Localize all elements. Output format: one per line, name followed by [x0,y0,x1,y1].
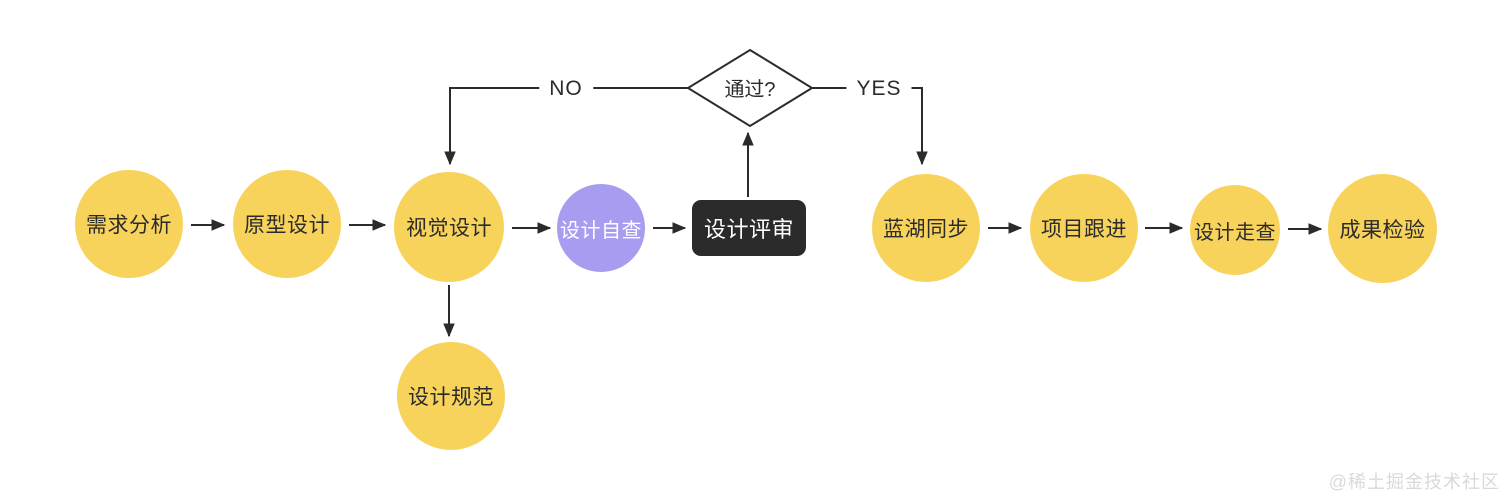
node-label: 需求分析 [86,214,172,237]
watermark-juejin-community: @稀土掘金技术社区 [1328,472,1500,492]
node-label: 项目跟进 [1041,218,1127,241]
node-design-walkthrough: 设计走查 [1190,185,1280,275]
node-prototype-design: 原型设计 [233,170,341,278]
decision-diamond-shape [686,48,814,128]
node-design-review: 设计评审 [692,200,806,256]
decision-pass: 通过? [724,78,776,101]
node-design-self-check: 设计自查 [557,184,645,272]
node-design-spec: 设计规范 [397,342,505,450]
node-label: 蓝湖同步 [883,218,969,241]
node-lanhu-sync: 蓝湖同步 [872,174,980,282]
node-label: 设计走查 [1194,221,1276,244]
node-requirement-analysis: 需求分析 [75,170,183,278]
node-label: 成果检验 [1339,218,1426,242]
node-label: 原型设计 [244,214,330,237]
node-visual-design: 视觉设计 [394,172,504,282]
node-label: 视觉设计 [406,217,492,240]
node-result-verification: 成果检验 [1328,174,1437,283]
branch-label-yes: YES [846,77,912,101]
node-label: 设计自查 [560,219,642,242]
node-label: 设计评审 [703,217,794,242]
connector-decision-no-branch [444,87,688,166]
node-project-follow-up: 项目跟进 [1030,174,1138,282]
node-label: 设计规范 [408,386,494,409]
branch-label-no: NO [539,77,593,101]
